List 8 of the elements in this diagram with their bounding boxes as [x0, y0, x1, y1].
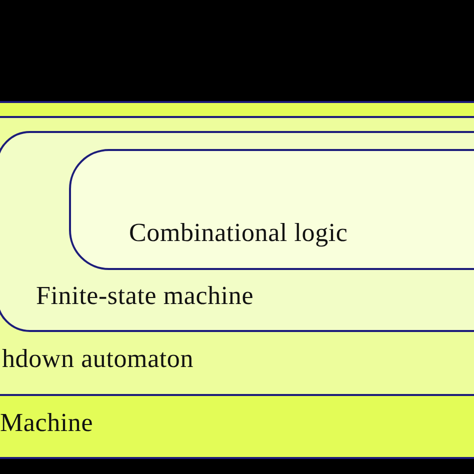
rounded-box	[0, 131, 474, 332]
rounded-box	[69, 149, 474, 270]
box-label: hdown automaton	[2, 344, 194, 374]
rounded-box	[0, 101, 474, 459]
box-label: Machine	[0, 408, 94, 438]
box-label: Combinational logic	[129, 218, 348, 248]
rounded-box	[0, 116, 474, 396]
box-label: Finite-state machine	[36, 281, 254, 311]
